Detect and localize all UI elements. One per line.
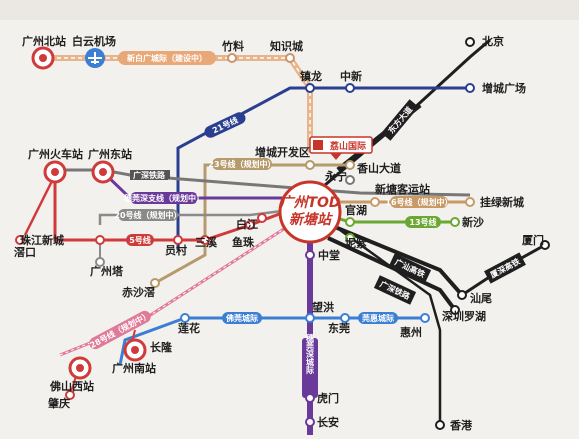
station-xiamen: 厦门 <box>522 233 544 247</box>
station-guanhu: 官湖 <box>345 203 367 217</box>
label-suiguan-branch: 穗莞深支线（规划中） <box>123 193 204 203</box>
station-guangzhou-east: 广州东站 <box>88 147 132 161</box>
station-hongkong: 香港 <box>449 418 473 432</box>
rail-station-icon-gz-railway <box>43 160 67 184</box>
rail-station-icon-foshan-west <box>68 356 92 380</box>
hub-title-line2: 新塘站 <box>289 211 334 228</box>
station-yongning: 永宁 <box>324 169 347 183</box>
station-yuancun: 员村 <box>165 243 187 257</box>
station-changlong: 长隆 <box>150 340 173 354</box>
station-shenzhen-luohu: 深圳罗湖 <box>442 309 486 323</box>
hub-xintang[interactable]: 广州TOD 新塘站 <box>278 180 342 244</box>
line-west <box>23 174 57 236</box>
hub-title-line1: 广州TOD <box>278 194 340 211</box>
station-guangzhou-railway: 广州火车站 <box>28 147 83 161</box>
project-badge[interactable]: 荔山国际 <box>309 136 373 160</box>
rail-station-icon-gz-east <box>91 160 115 184</box>
station-lianhua: 莲花 <box>178 321 200 335</box>
station-zhenlong: 镇龙 <box>300 69 322 83</box>
station-baiyun-airport: 白云机场 <box>72 34 116 48</box>
label-line23: 23号线（规划中） <box>208 159 275 169</box>
label-foguan: 佛莞城际 <box>225 313 258 323</box>
station-zhongtang: 中堂 <box>318 248 340 262</box>
label-guanhui: 莞惠城际 <box>361 313 394 323</box>
station-yuanmuchang: 滘口 <box>14 245 36 259</box>
station-xintang-freight: 新塘客运站 <box>375 182 430 196</box>
station-guaiqiao: 挂绿新城 <box>480 195 524 209</box>
label-line20: 20号线（规划中） <box>114 210 181 220</box>
station-niegang: 坭紫 <box>345 236 367 250</box>
label-suiguanshen: 穗莞深城际 <box>306 333 315 375</box>
rail-station-icon-gz-north <box>31 46 55 70</box>
line-guangshen-sz <box>327 236 457 312</box>
project-badge-label: 荔山国际 <box>329 140 366 152</box>
station-guangzhou-south: 广州南站 <box>112 361 156 375</box>
station-xinsha: 新沙 <box>462 215 484 229</box>
station-zhuliao: 竹料 <box>221 39 244 53</box>
station-zhaoqing: 肇庆 <box>47 396 70 410</box>
station-guangzhou-north: 广州北站 <box>22 34 66 48</box>
station-zhishicheng: 知识城 <box>269 39 303 53</box>
station-zengcheng-square: 增城广场 <box>482 81 526 95</box>
rail-station-icon-gz-south <box>123 338 147 362</box>
station-changan: 长安 <box>317 415 339 429</box>
station-zhongxin: 中新 <box>340 69 362 83</box>
line-guangshan <box>329 223 464 297</box>
station-humen: 虎门 <box>317 391 339 405</box>
line-21 <box>176 86 470 250</box>
station-yuzhu: 鱼珠 <box>232 235 255 249</box>
label-line5: 5号线 <box>129 235 151 245</box>
station-wanghong: 望洪 <box>312 300 334 314</box>
airport-icon <box>85 48 105 68</box>
label-line13: 13号线 <box>409 217 436 227</box>
station-xiangshan: 香山大道 <box>356 161 401 175</box>
label-guangshen: 广深铁路 <box>133 170 166 180</box>
station-zhujiang-newtown: 珠江新城 <box>20 233 64 247</box>
station-dongguan: 东莞 <box>328 321 350 335</box>
station-shanwei: 汕尾 <box>470 291 492 305</box>
station-sanxi: 三溪 <box>195 235 218 249</box>
station-zengcheng-dev: 增城开发区 <box>255 145 310 159</box>
station-huizhou: 惠州 <box>400 325 422 339</box>
station-foshan-west: 佛山西站 <box>49 379 94 393</box>
label-line16: 16号线（规划中） <box>385 197 452 207</box>
line-hongkong <box>339 228 442 425</box>
label-xinbaiguang: 新白广城际（建设中） <box>127 53 207 63</box>
station-baijiang: 白江 <box>236 217 258 231</box>
station-canton-tower: 广州塔 <box>90 264 124 278</box>
station-beijing: 北京 <box>482 34 504 48</box>
station-chishagang: 赤沙滘 <box>122 285 155 299</box>
